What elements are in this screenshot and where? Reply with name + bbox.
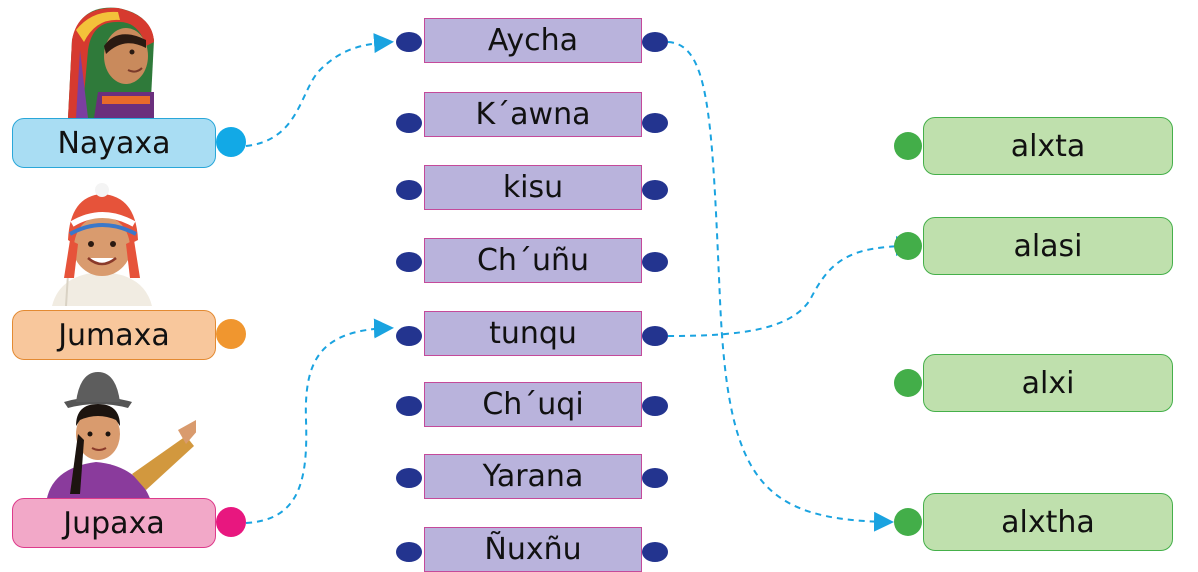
word-left-dot-tunqu[interactable]	[396, 326, 422, 346]
category-box-alxta: alxta	[923, 117, 1173, 175]
word-right-dot-aycha[interactable]	[642, 32, 668, 52]
word-left-dot-nuxnu[interactable]	[396, 542, 422, 562]
word-right-dot-yarana[interactable]	[642, 468, 668, 488]
category-box-alasi: alasi	[923, 217, 1173, 275]
word-left-dot-aycha[interactable]	[396, 32, 422, 52]
word-box-chunu: Ch´uñu	[424, 238, 642, 283]
boy-knit-hat-icon	[46, 178, 158, 307]
word-box-yarana: Yarana	[424, 454, 642, 499]
word-box-kawna: K´awna	[424, 92, 642, 137]
word-right-dot-tunqu[interactable]	[642, 326, 668, 346]
person-label-jupaxa: Jupaxa	[12, 498, 216, 548]
word-right-dot-kawna[interactable]	[642, 113, 668, 133]
person-label-nayaxa: Nayaxa	[12, 118, 216, 168]
word-box-tunqu: tunqu	[424, 311, 642, 356]
word-left-dot-chunu[interactable]	[396, 252, 422, 272]
connector-dot-nayaxa[interactable]	[216, 127, 246, 157]
word-right-dot-chunu[interactable]	[642, 252, 668, 272]
connector-dot-jupaxa[interactable]	[216, 507, 246, 537]
word-right-dot-chuqi[interactable]	[642, 396, 668, 416]
woman-colorful-headdress-icon	[58, 0, 158, 119]
category-dot-alxta[interactable]	[894, 132, 922, 160]
connection-jupaxa-tunqu	[245, 318, 394, 524]
word-box-kisu: kisu	[424, 165, 642, 210]
word-left-dot-kawna[interactable]	[396, 113, 422, 133]
word-left-dot-chuqi[interactable]	[396, 396, 422, 416]
connection-tunqu-alasi	[667, 236, 916, 337]
word-left-dot-yarana[interactable]	[396, 468, 422, 488]
category-box-alxtha: alxtha	[923, 493, 1173, 551]
category-dot-alxi[interactable]	[894, 369, 922, 397]
word-right-dot-kisu[interactable]	[642, 180, 668, 200]
connection-nayaxa-aycha	[245, 33, 394, 147]
word-right-dot-nuxnu[interactable]	[642, 542, 668, 562]
word-box-chuqi: Ch´uqi	[424, 382, 642, 427]
word-left-dot-kisu[interactable]	[396, 180, 422, 200]
category-box-alxi: alxi	[923, 354, 1173, 412]
category-dot-alxtha[interactable]	[894, 508, 922, 536]
word-box-aycha: Aycha	[424, 18, 642, 63]
category-dot-alasi[interactable]	[894, 232, 922, 260]
connector-dot-jumaxa[interactable]	[216, 319, 246, 349]
person-label-jumaxa: Jumaxa	[12, 310, 216, 360]
word-box-nuxnu: Ñuxñu	[424, 527, 642, 572]
woman-bowler-hat-icon	[36, 364, 198, 504]
connection-aycha-alxtha	[667, 41, 894, 532]
